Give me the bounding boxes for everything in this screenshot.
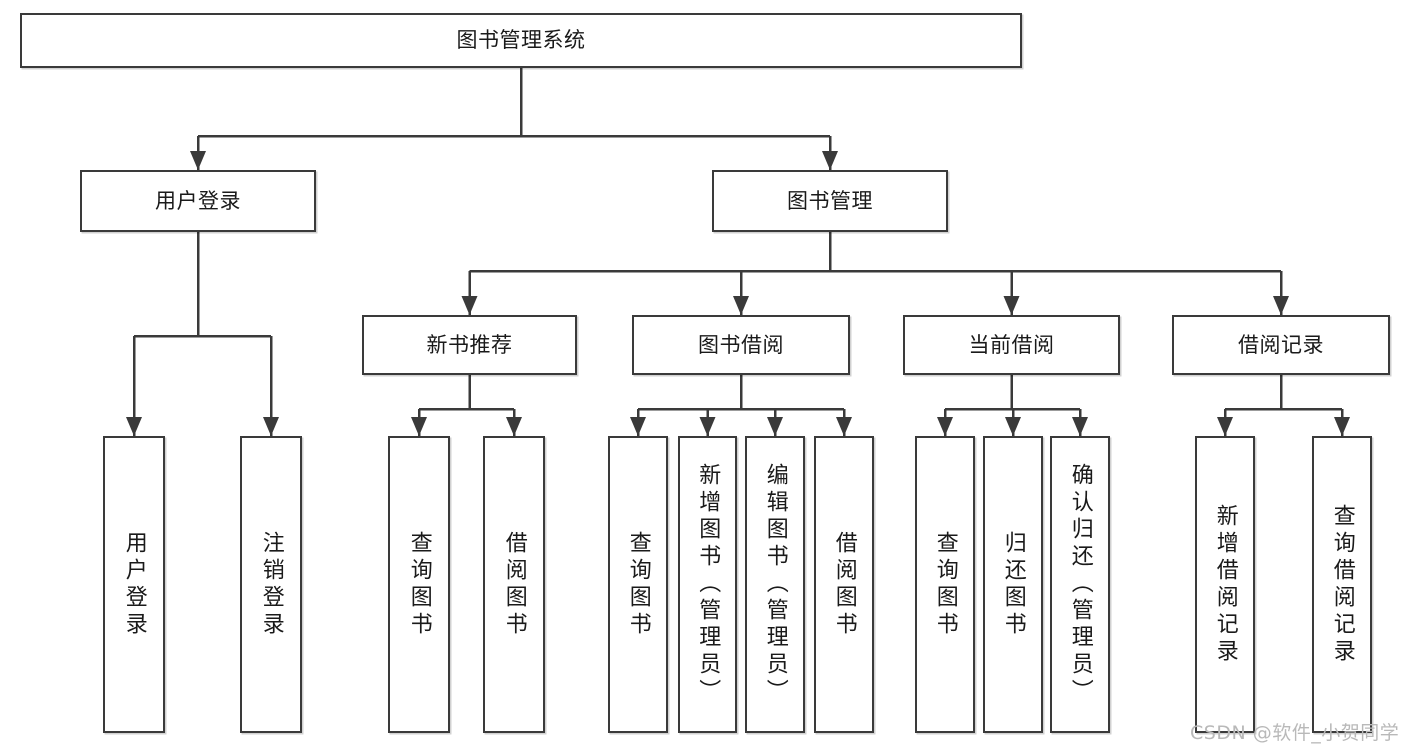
node-leaf-bb-add[interactable]: 新增图书（管理员） — [678, 436, 737, 733]
node-label-leaf-bb-borrow: 借阅图书 — [831, 530, 857, 639]
node-label-leaf-logout: 注销登录 — [258, 530, 284, 639]
node-label-leaf-cb-return: 归还图书 — [1000, 530, 1026, 639]
node-new-book-rec[interactable]: 新书推荐 — [362, 315, 577, 375]
node-leaf-cb-query[interactable]: 查询图书 — [915, 436, 975, 733]
node-label-new-book-rec: 新书推荐 — [426, 332, 513, 357]
arrowhead-leaf-bb-add — [699, 417, 716, 436]
arrowhead-leaf-br-query — [1334, 417, 1350, 436]
node-label-book-borrow: 图书借阅 — [698, 332, 784, 357]
node-leaf-br-add[interactable]: 新增借阅记录 — [1195, 436, 1255, 733]
node-label-user-login: 用户登录 — [155, 188, 241, 213]
node-label-leaf-br-query: 查询借阅记录 — [1329, 503, 1355, 666]
arrowhead-leaf-logout — [263, 417, 279, 436]
node-label-leaf-bb-query: 查询图书 — [625, 530, 651, 639]
node-leaf-rec-borrow[interactable]: 借阅图书 — [483, 436, 545, 733]
arrowhead-current-borrow — [1003, 296, 1020, 315]
arrowhead-leaf-rec-query — [411, 417, 427, 436]
node-leaf-logout[interactable]: 注销登录 — [240, 436, 302, 733]
arrowhead-leaf-br-add — [1217, 417, 1233, 436]
arrowhead-leaf-bb-query — [630, 417, 646, 436]
node-leaf-rec-query[interactable]: 查询图书 — [388, 436, 450, 733]
node-leaf-bb-borrow[interactable]: 借阅图书 — [814, 436, 874, 733]
arrowhead-book-manage — [822, 151, 838, 170]
node-label-book-manage: 图书管理 — [787, 188, 873, 213]
node-current-borrow[interactable]: 当前借阅 — [903, 315, 1120, 375]
arrowhead-leaf-cb-query — [937, 417, 953, 436]
node-root[interactable]: 图书管理系统 — [20, 13, 1022, 68]
node-user-login[interactable]: 用户登录 — [80, 170, 316, 232]
arrowhead-new-book-rec — [461, 296, 478, 315]
node-label-leaf-bb-add: 新增图书（管理员） — [695, 463, 721, 706]
node-label-leaf-br-add: 新增借阅记录 — [1212, 503, 1238, 666]
node-label-leaf-rec-borrow: 借阅图书 — [501, 530, 527, 639]
node-book-manage[interactable]: 图书管理 — [712, 170, 948, 232]
node-borrow-record[interactable]: 借阅记录 — [1172, 315, 1390, 375]
arrowhead-leaf-cb-confirm — [1072, 417, 1088, 436]
node-book-borrow[interactable]: 图书借阅 — [632, 315, 850, 375]
node-label-leaf-cb-query: 查询图书 — [932, 530, 958, 639]
node-leaf-cb-confirm[interactable]: 确认归还（管理员） — [1050, 436, 1110, 733]
arrowhead-user-login — [190, 151, 206, 170]
node-label-current-borrow: 当前借阅 — [968, 332, 1055, 357]
arrowhead-leaf-user-login — [126, 417, 142, 436]
arrowhead-book-borrow — [733, 296, 749, 315]
arrowhead-borrow-record — [1273, 296, 1289, 315]
node-label-borrow-record: 借阅记录 — [1238, 332, 1324, 357]
node-label-leaf-cb-confirm: 确认归还（管理员） — [1067, 463, 1093, 706]
arrowhead-leaf-rec-borrow — [506, 417, 522, 436]
node-leaf-bb-query[interactable]: 查询图书 — [608, 436, 668, 733]
node-label-root: 图书管理系统 — [456, 28, 586, 53]
node-label-leaf-bb-edit: 编辑图书（管理员） — [762, 463, 788, 706]
node-leaf-cb-return[interactable]: 归还图书 — [983, 436, 1043, 733]
arrowhead-leaf-bb-borrow — [836, 417, 852, 436]
node-leaf-bb-edit[interactable]: 编辑图书（管理员） — [745, 436, 805, 733]
arrowhead-leaf-cb-return — [1005, 417, 1021, 436]
node-leaf-br-query[interactable]: 查询借阅记录 — [1312, 436, 1372, 733]
node-label-leaf-user-login: 用户登录 — [121, 530, 147, 639]
arrowhead-leaf-bb-edit — [767, 417, 783, 436]
node-label-leaf-rec-query: 查询图书 — [406, 530, 432, 639]
node-leaf-user-login[interactable]: 用户登录 — [103, 436, 165, 733]
